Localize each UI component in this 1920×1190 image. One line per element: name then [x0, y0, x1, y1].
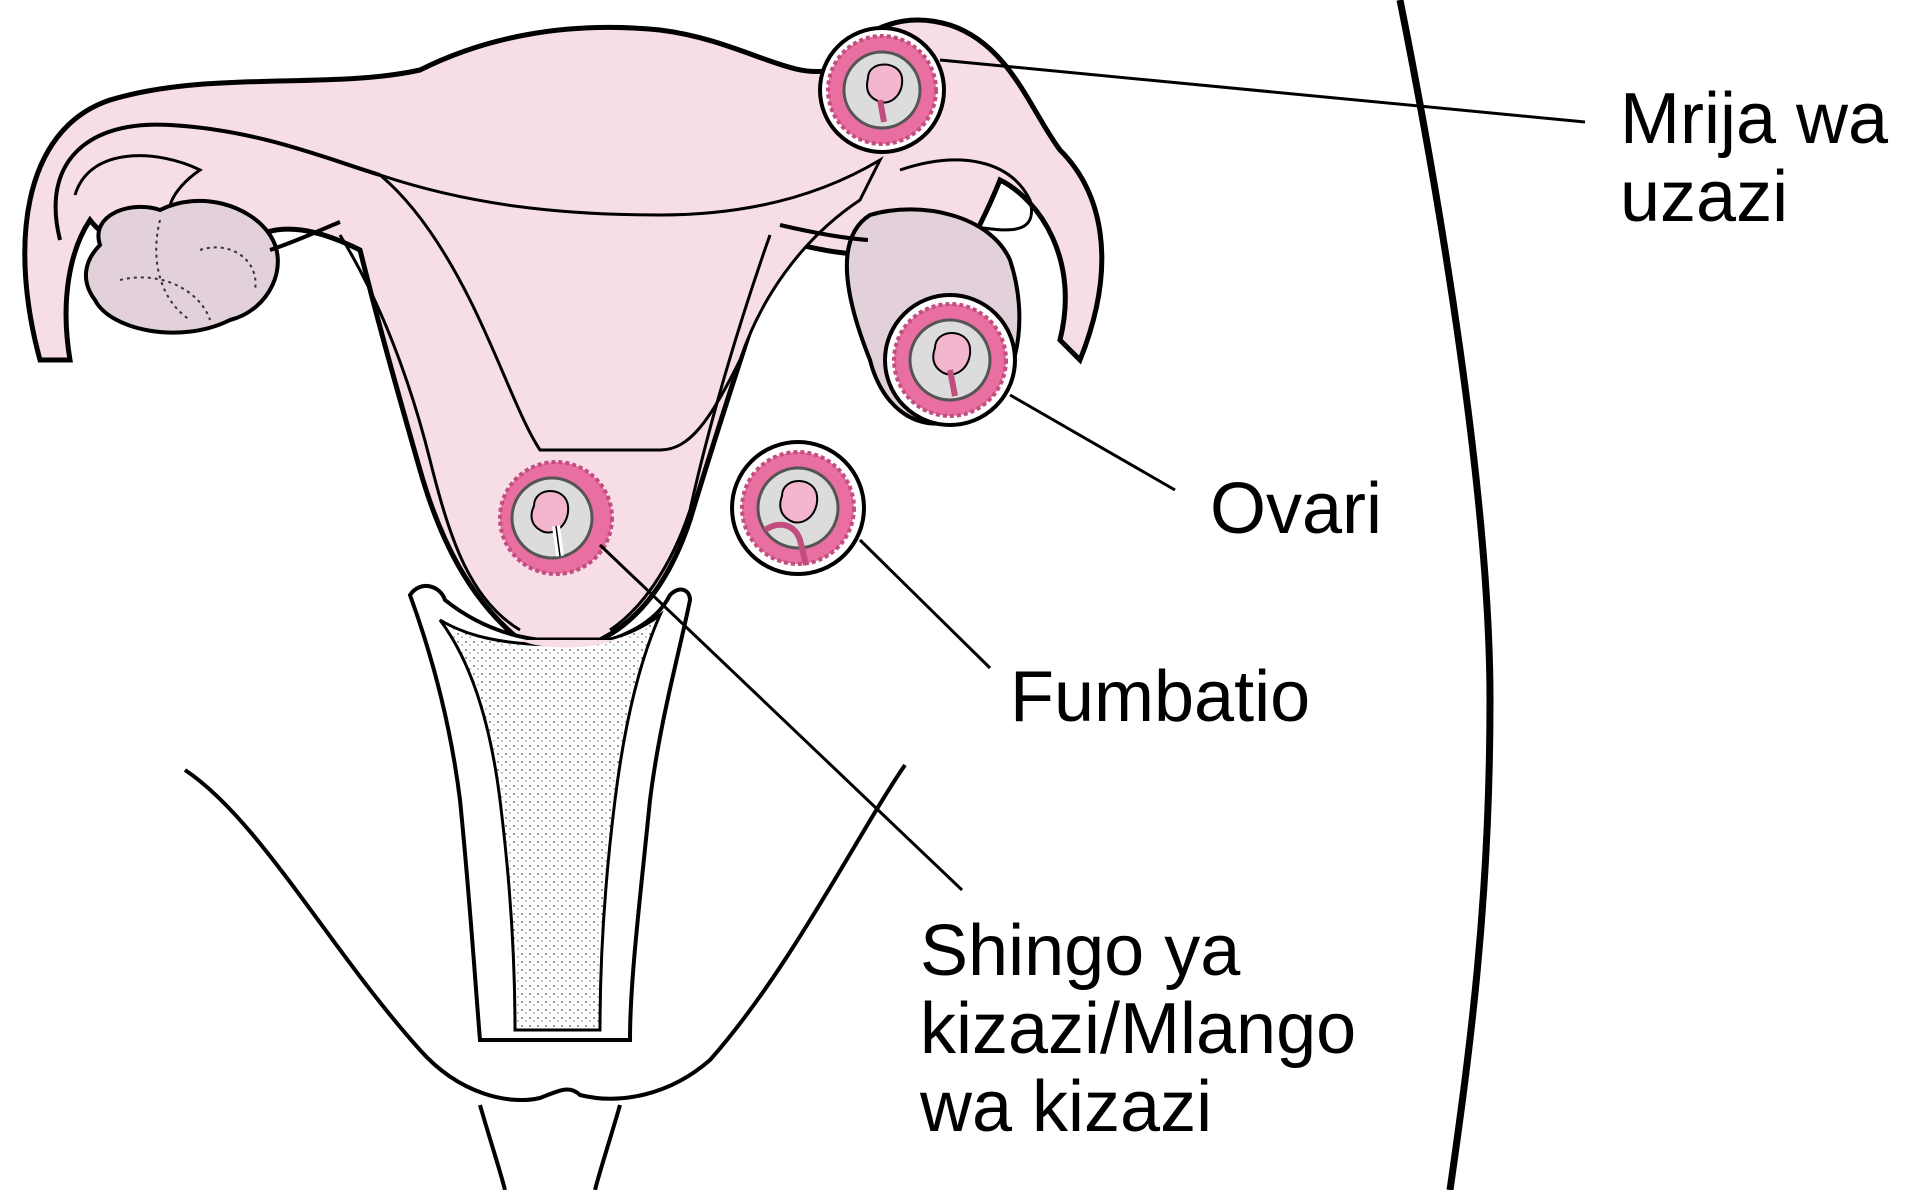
embryo-abdomen: [730, 440, 866, 576]
label-line: Shingo ya: [920, 911, 1241, 991]
label-line: wa kizazi: [920, 1067, 1213, 1147]
body-contour-line: [1396, 0, 1494, 1190]
label-ovary: Ovari: [1210, 470, 1382, 548]
embryo-tube: [818, 26, 946, 154]
label-line: uzazi: [1620, 157, 1789, 237]
embryo-cervix: [498, 460, 614, 576]
vaginal-canal: [407, 584, 693, 1042]
label-line: kizazi/Mlango: [920, 989, 1357, 1069]
uterus: [22, 17, 1105, 643]
label-line: Ovari: [1210, 469, 1383, 549]
label-line: Mrija wa: [1620, 79, 1889, 159]
embryo-ovary: [883, 293, 1017, 427]
label-line: Fumbatio: [1010, 657, 1311, 737]
label-fallopian-tube: Mrija wa uzazi: [1620, 80, 1888, 236]
left-ovary: [83, 198, 341, 335]
vulva-outline: [183, 763, 907, 1190]
label-cervix: Shingo ya kizazi/Mlango wa kizazi: [920, 912, 1356, 1146]
label-abdomen: Fumbatio: [1010, 658, 1310, 736]
leader-lines: [598, 58, 1586, 892]
